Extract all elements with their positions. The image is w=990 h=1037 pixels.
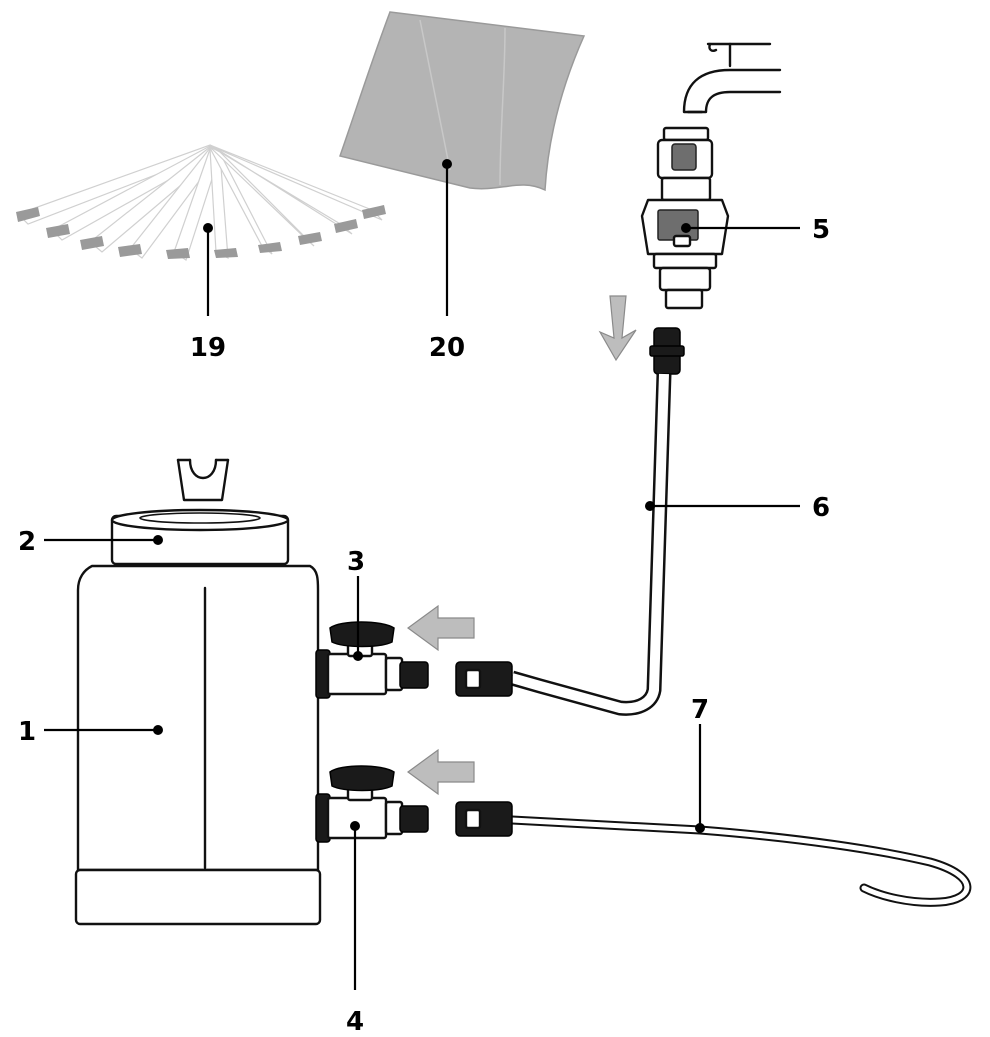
callout-5: 5 bbox=[812, 215, 830, 245]
callout-7: 7 bbox=[691, 695, 709, 725]
tap-adapter bbox=[640, 126, 730, 310]
callout-3: 3 bbox=[347, 547, 365, 577]
outlet-valve bbox=[315, 765, 429, 843]
filter-housing bbox=[74, 458, 322, 926]
flow-arrow-down bbox=[598, 295, 637, 362]
outlet-hose bbox=[455, 801, 972, 907]
cleaning-cloth bbox=[339, 11, 586, 192]
callout-20: 20 bbox=[429, 333, 465, 363]
water-tap bbox=[682, 42, 782, 114]
flow-arrow-left-inlet bbox=[406, 604, 475, 652]
flow-arrow-left-outlet bbox=[406, 748, 475, 796]
test-strips bbox=[16, 144, 386, 261]
inlet-hose bbox=[455, 327, 685, 716]
leader-lines bbox=[44, 159, 800, 990]
callout-1: 1 bbox=[18, 717, 36, 747]
callout-19: 19 bbox=[190, 333, 226, 363]
callout-2: 2 bbox=[18, 527, 36, 557]
callout-6: 6 bbox=[812, 493, 830, 523]
callout-4: 4 bbox=[346, 1007, 364, 1037]
inlet-valve bbox=[315, 621, 429, 699]
